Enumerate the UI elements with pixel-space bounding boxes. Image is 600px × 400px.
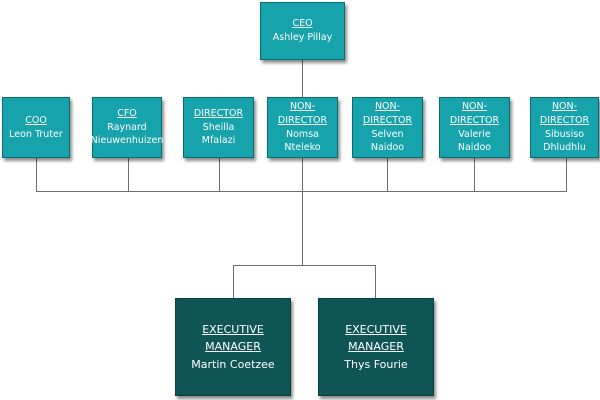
connector-line	[219, 158, 220, 192]
connector-line	[387, 158, 388, 192]
coo-name: Leon Truter	[9, 128, 63, 140]
connector-line	[302, 60, 303, 98]
org-node-coo: COO Leon Truter	[2, 97, 70, 158]
coo-role: COO	[25, 114, 47, 126]
non-director-1-name: Nomsa Nteleko	[284, 128, 321, 154]
connector-line	[566, 158, 567, 192]
ceo-role: CEO	[292, 18, 313, 30]
connector-line	[36, 158, 37, 192]
org-node-ceo: CEO Ashley Pillay	[260, 2, 345, 60]
connector-line	[474, 158, 475, 192]
connector-line	[375, 265, 376, 298]
non-director-2-name: Selven Naidoo	[370, 128, 405, 154]
non-director-4-name: Sibusiso Dhludhlu	[543, 128, 586, 154]
connector-line	[233, 265, 376, 266]
executive-manager-2-name: Thys Fourie	[344, 357, 408, 371]
connector-line	[128, 158, 129, 192]
org-node-non-director-2: NON-DIRECTOR Selven Naidoo	[352, 97, 423, 158]
non-director-4-role: NON-DIRECTOR	[539, 100, 590, 126]
non-director-1-role: NON-DIRECTOR	[277, 100, 328, 126]
org-node-executive-manager-2: EXECUTIVE MANAGER Thys Fourie	[318, 298, 434, 396]
non-director-3-role: NON-DIRECTOR	[449, 100, 500, 126]
connector-line	[36, 191, 567, 192]
connector-line	[302, 158, 303, 266]
org-node-executive-manager-1: EXECUTIVE MANAGER Martin Coetzee	[175, 298, 291, 396]
ceo-name: Ashley Pillay	[272, 32, 333, 43]
cfo-name: Raynard Nieuwenhuizen	[90, 121, 164, 147]
executive-manager-1-role: EXECUTIVE MANAGER	[202, 322, 264, 354]
executive-manager-2-role: EXECUTIVE MANAGER	[345, 322, 407, 354]
org-node-director: DIRECTOR Sheilla Mfalazi	[183, 97, 254, 158]
non-director-2-role: NON-DIRECTOR	[362, 100, 413, 126]
org-node-non-director-4: NON-DIRECTOR Sibusiso Dhludhlu	[530, 97, 599, 158]
org-node-non-director-3: NON-DIRECTOR Valerie Naidoo	[439, 97, 510, 158]
non-director-3-name: Valerie Naidoo	[457, 128, 492, 154]
director-name: Sheilla Mfalazi	[201, 121, 236, 147]
executive-manager-1-name: Martin Coetzee	[191, 357, 275, 371]
director-role: DIRECTOR	[193, 107, 244, 119]
connector-line	[233, 265, 234, 298]
cfo-role: CFO	[117, 107, 137, 119]
org-node-cfo: CFO Raynard Nieuwenhuizen	[91, 97, 163, 158]
org-node-non-director-1: NON-DIRECTOR Nomsa Nteleko	[267, 97, 338, 158]
